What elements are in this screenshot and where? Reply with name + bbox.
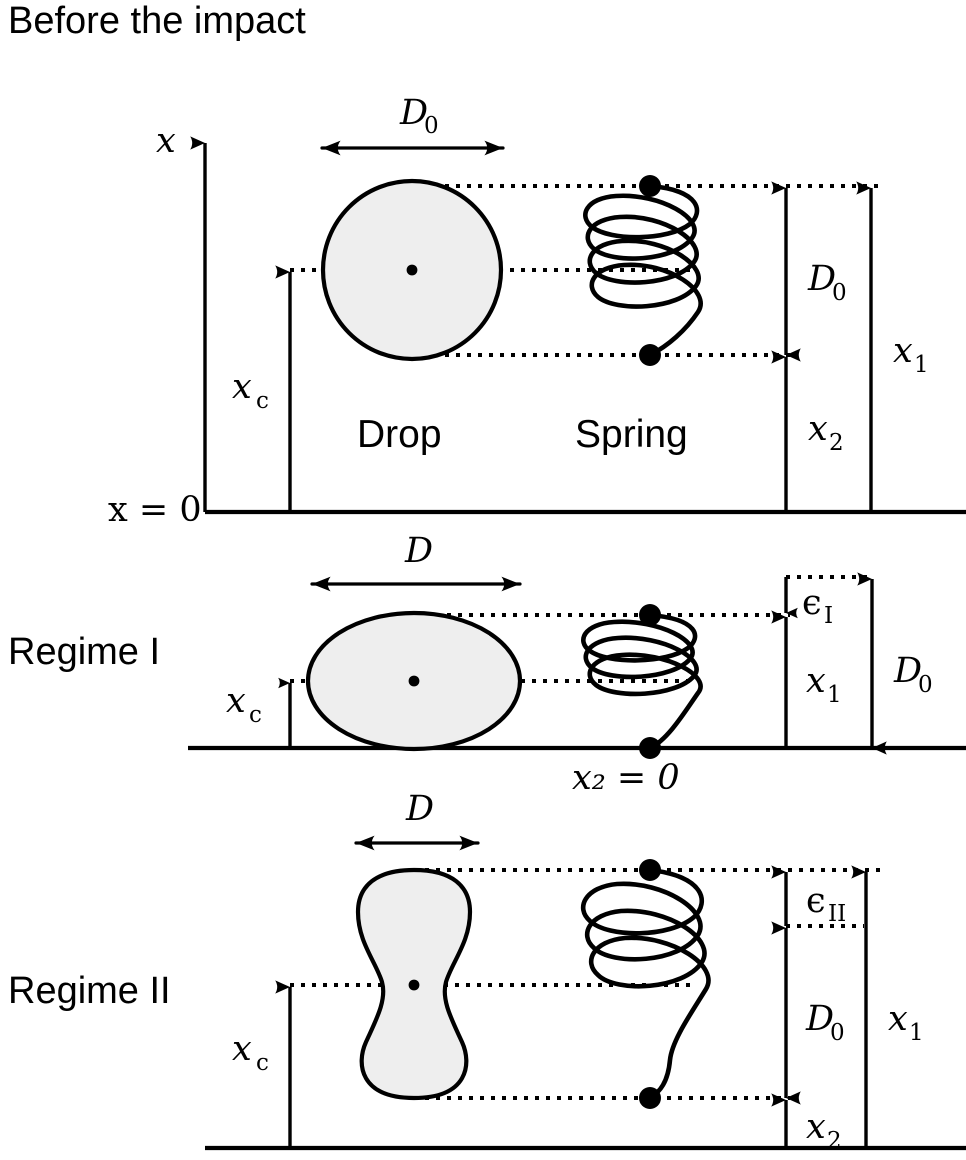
x1-label-panel1: x xyxy=(893,331,913,371)
xc-subscript-panel3: c xyxy=(256,1050,269,1076)
drop-diameter-label: D xyxy=(399,93,428,133)
spring-top-node-panel3 xyxy=(639,859,661,881)
epsilon2-subscript: II xyxy=(828,901,846,927)
drop-diameter-label-panel2: D xyxy=(404,531,433,571)
x2-zero-label-panel2: x₂ = 0 xyxy=(572,758,680,798)
figure-title: Before the impact xyxy=(8,0,306,42)
xc-label-panel1: x xyxy=(232,367,252,407)
xc-label-panel3: x xyxy=(232,1029,252,1069)
x2-subscript-panel3: 2 xyxy=(827,1128,842,1154)
xc-subscript-panel2: c xyxy=(249,702,262,728)
drop-center-dot-panel2 xyxy=(408,675,420,687)
origin-label: x = 0 xyxy=(108,490,202,530)
panel-before-impact: x x = 0 D 0 Drop Spring x c D 0 x 2 xyxy=(108,93,966,530)
epsilon2-label: ϵ xyxy=(806,881,826,921)
epsilon1-subscript: I xyxy=(824,603,833,629)
x1-label-panel2: x xyxy=(806,661,826,701)
epsilon1-label: ϵ xyxy=(802,583,822,623)
drop-center-dot-panel3 xyxy=(408,979,420,991)
rest-length-subscript-panel3: 0 xyxy=(830,1020,845,1046)
x2-label-panel1: x xyxy=(808,409,828,449)
x2-label-panel3: x xyxy=(806,1107,826,1147)
x-axis-label: x xyxy=(156,121,176,161)
rest-length-label-panel2: D xyxy=(893,651,922,691)
rest-length-label-panel3: D xyxy=(805,999,834,1039)
regime-2-heading: Regime II xyxy=(8,970,171,1012)
spring-top-node-panel1 xyxy=(639,175,661,197)
spring-top-node-panel2 xyxy=(639,604,661,626)
panel-regime-2: Regime II D x c ϵ II D 0 x 2 xyxy=(8,789,966,1154)
spring-bottom-node-panel3 xyxy=(639,1087,661,1109)
spring-bottom-node-panel1 xyxy=(639,344,661,366)
x1-subscript-panel2: 1 xyxy=(827,682,842,708)
regime-1-heading: Regime I xyxy=(8,631,160,673)
rest-length-subscript-panel2: 0 xyxy=(918,672,933,698)
x1-label-panel3: x xyxy=(888,999,908,1039)
x1-subscript-panel3: 1 xyxy=(909,1020,924,1046)
spring-label: Spring xyxy=(575,413,688,456)
panel-regime-1: Regime I D x₂ = 0 x c ϵ I x 1 D 0 xyxy=(8,531,966,798)
spring-coil-panel2 xyxy=(581,612,703,751)
x1-subscript-panel1: 1 xyxy=(914,352,929,378)
spring-length-label-panel1: D xyxy=(807,259,836,299)
spring-coil-panel3 xyxy=(580,867,711,1101)
spring-coil-panel1 xyxy=(583,183,703,358)
drop-label: Drop xyxy=(357,413,442,456)
drop-diameter-subscript: 0 xyxy=(424,113,439,139)
xc-subscript-panel1: c xyxy=(256,388,269,414)
spring-bottom-node-panel2 xyxy=(639,737,661,759)
spring-length-subscript-panel1: 0 xyxy=(832,280,847,306)
xc-label-panel2: x xyxy=(226,681,246,721)
x2-subscript-panel1: 2 xyxy=(829,430,844,456)
drop-diameter-label-panel3: D xyxy=(405,789,434,829)
drop-center-dot xyxy=(406,264,418,276)
